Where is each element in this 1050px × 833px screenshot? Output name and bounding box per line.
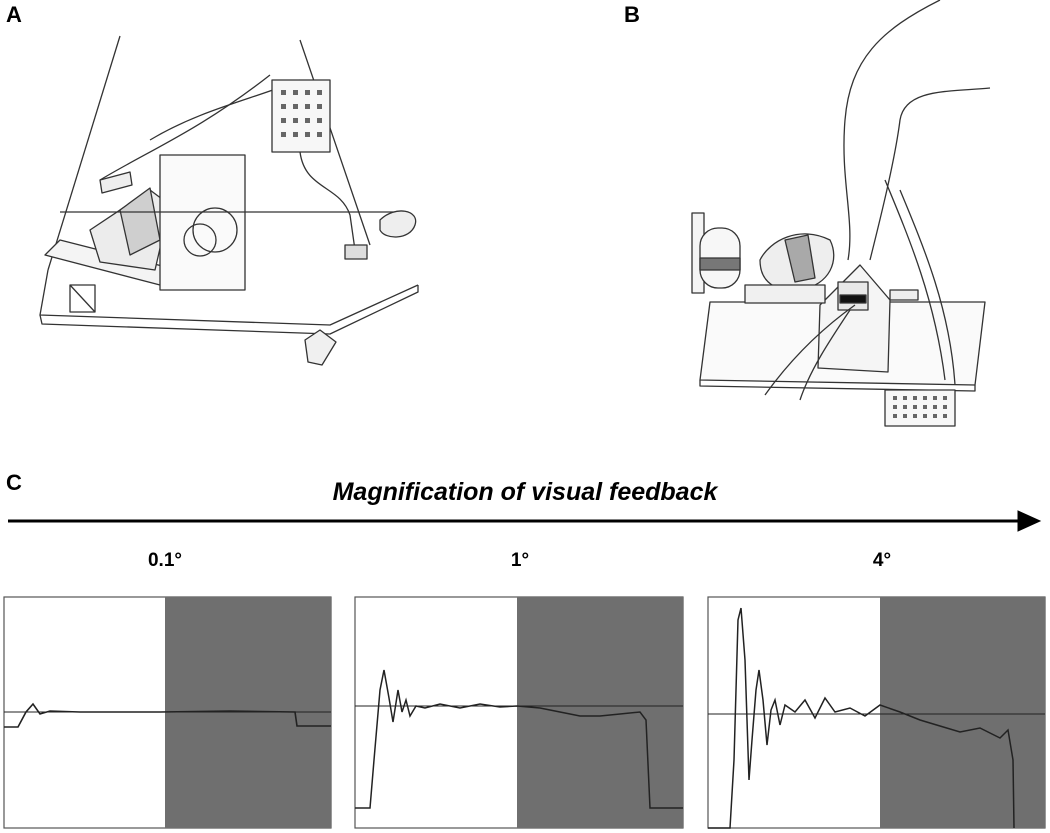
- apparatus-a-drawing: [39, 35, 419, 366]
- connector-grid-b: [893, 396, 947, 418]
- magnification-label-1: 1°: [510, 550, 530, 571]
- trace-plot-0.1: [3, 596, 332, 829]
- magnification-label-0.1: 0.1°: [147, 550, 182, 571]
- trace-plot-1: [354, 596, 684, 829]
- panel-label-b: B: [624, 2, 640, 27]
- feedback-heading: Magnification of visual feedback: [332, 478, 718, 506]
- panel-label-c: C: [6, 470, 22, 495]
- magnification-arrow: [8, 510, 1042, 532]
- magnification-label-4: 4°: [872, 550, 892, 571]
- trace-plot-4: [707, 596, 1046, 829]
- apparatus-b-drawing: [691, 0, 991, 427]
- connector-grid-a: [281, 90, 322, 137]
- panel-label-a: A: [6, 2, 22, 27]
